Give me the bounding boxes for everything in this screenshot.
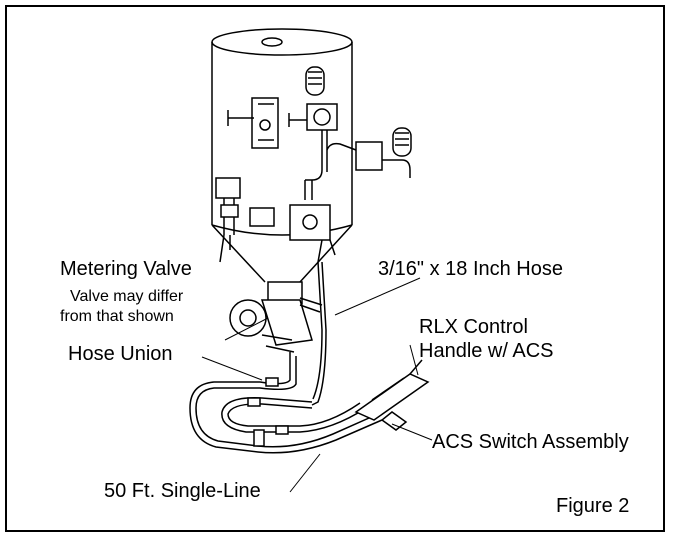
figure-frame — [5, 5, 665, 532]
metering-valve — [229, 281, 323, 353]
lower-valves — [215, 177, 336, 263]
leader-single-line — [289, 453, 321, 493]
leader-metering-valve — [224, 317, 269, 341]
label-single-line: 50 Ft. Single-Line — [104, 480, 261, 502]
hoses — [189, 261, 383, 454]
label-rlx-line1: RLX Control — [419, 316, 528, 338]
leader-hose-short — [334, 277, 421, 316]
label-metering-valve: Metering Valve — [60, 258, 192, 280]
leader-lines — [201, 277, 433, 493]
figure-caption: Figure 2 — [556, 495, 630, 517]
leader-acs-switch — [391, 423, 433, 441]
label-hose-short: 3/16" x 18 Inch Hose — [378, 258, 563, 280]
rlx-control-handle — [354, 359, 430, 431]
label-hose-union: Hose Union — [68, 343, 173, 365]
leader-rlx-handle — [409, 344, 419, 376]
upper-valves — [227, 66, 412, 200]
label-acs-switch: ACS Switch Assembly — [432, 431, 629, 453]
blast-pot-tank — [211, 28, 353, 283]
label-metering-note-line2: from that shown — [60, 308, 174, 325]
leader-hose-union — [201, 356, 263, 381]
label-metering-note-line1: Valve may differ — [70, 288, 184, 305]
label-rlx-line2: Handle w/ ACS — [419, 340, 554, 362]
